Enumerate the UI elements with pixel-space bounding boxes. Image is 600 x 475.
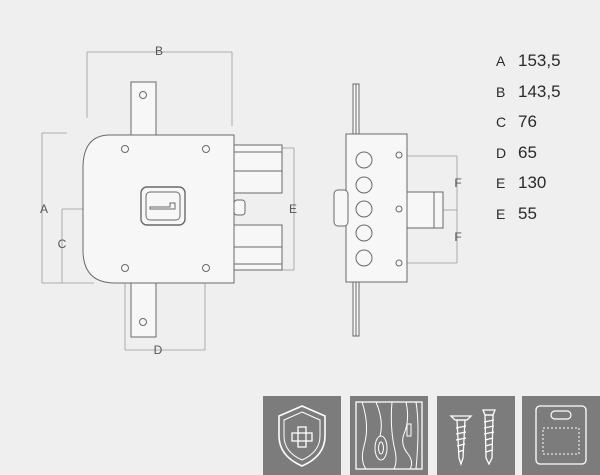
spec-key: C [496, 114, 507, 131]
spec-row-d: D 65 [496, 138, 596, 169]
feature-tile-packaging [522, 396, 600, 475]
spec-key: E [496, 175, 506, 192]
spec-value: 143,5 [518, 81, 561, 101]
front-view [41, 51, 295, 351]
dimension-spec-list: A 153,5 B 143,5 C 76 D 65 E 130 E 55 [496, 46, 596, 229]
dim-label-c: C [58, 237, 67, 251]
feature-tile-security [263, 396, 341, 475]
spec-value: 65 [518, 142, 537, 162]
dim-label-f-upper: F [454, 176, 461, 190]
side-view [333, 83, 458, 337]
blister-pack-icon [535, 405, 587, 465]
spec-key: E [496, 205, 506, 222]
spec-value: 76 [518, 112, 537, 132]
dim-label-b: B [155, 44, 163, 58]
spec-value: 55 [518, 203, 537, 223]
spec-key: D [496, 144, 507, 161]
feature-tile-wood [350, 396, 428, 475]
screws-icon [449, 409, 496, 467]
spec-value: 153,5 [518, 51, 561, 71]
f-dimension-lines [405, 155, 458, 264]
spec-key: A [496, 53, 506, 70]
spec-row-c: C 76 [496, 107, 596, 138]
spec-value: 130 [518, 173, 547, 193]
spec-key: B [496, 83, 506, 100]
dim-label-e: E [289, 202, 297, 216]
wood-grain-icon [355, 401, 423, 470]
feature-tile-screws [437, 396, 515, 475]
spec-row-b: B 143,5 [496, 77, 596, 108]
shield-plus-icon [278, 405, 326, 467]
dim-label-d: D [154, 343, 163, 357]
spec-row-e2: E 55 [496, 199, 596, 230]
dim-label-a: A [40, 202, 48, 216]
dim-label-f-lower: F [454, 230, 461, 244]
spec-row-a: A 153,5 [496, 46, 596, 77]
spec-row-e: E 130 [496, 168, 596, 199]
